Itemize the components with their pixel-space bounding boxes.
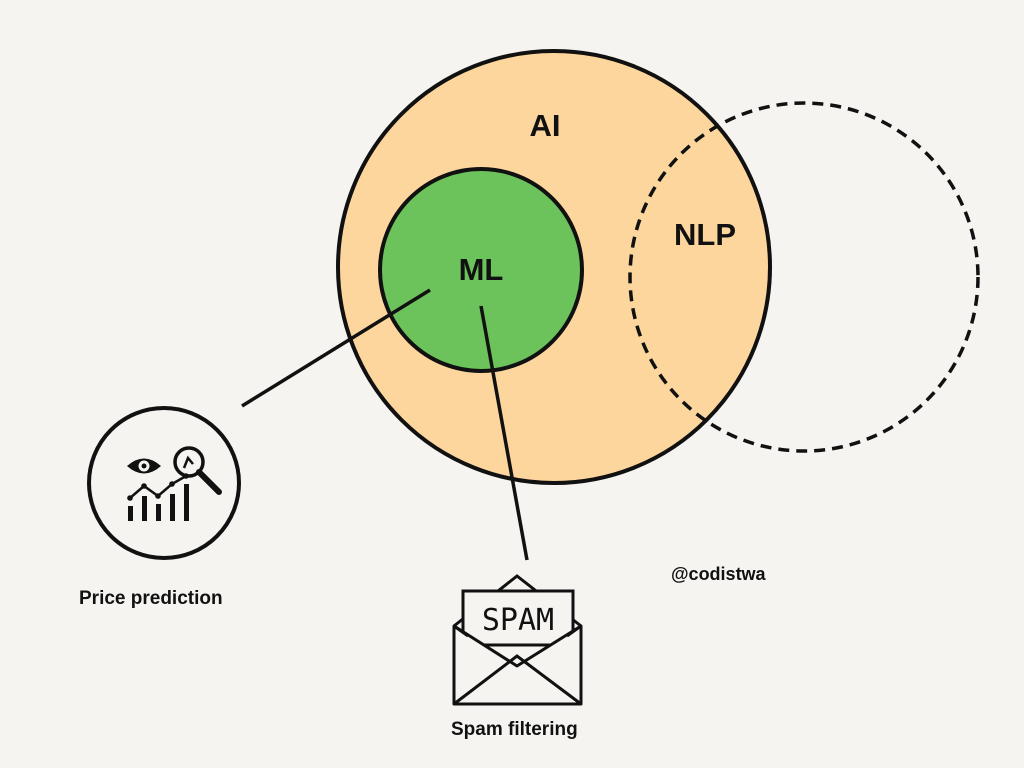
ai-label: AI (530, 108, 561, 143)
connector-spam-filtering (479, 305, 529, 561)
spam-envelope-text: SPAM (482, 603, 554, 638)
caption-spam-filtering: Spam filtering (451, 719, 578, 740)
nlp-label: NLP (674, 217, 736, 252)
ml-circle (378, 167, 584, 373)
nlp-circle (628, 101, 980, 453)
bar-chart-icon (127, 473, 189, 521)
author-handle: @codistwa (671, 564, 766, 584)
eye-icon (127, 458, 161, 474)
connector-price-prediction (241, 288, 431, 408)
caption-price-prediction: Price prediction (79, 588, 223, 609)
ml-label: ML (459, 252, 504, 287)
spam-envelope-icon: SPAM (452, 574, 583, 706)
magnifier-icon (173, 446, 222, 495)
price-prediction-icon (87, 406, 241, 560)
